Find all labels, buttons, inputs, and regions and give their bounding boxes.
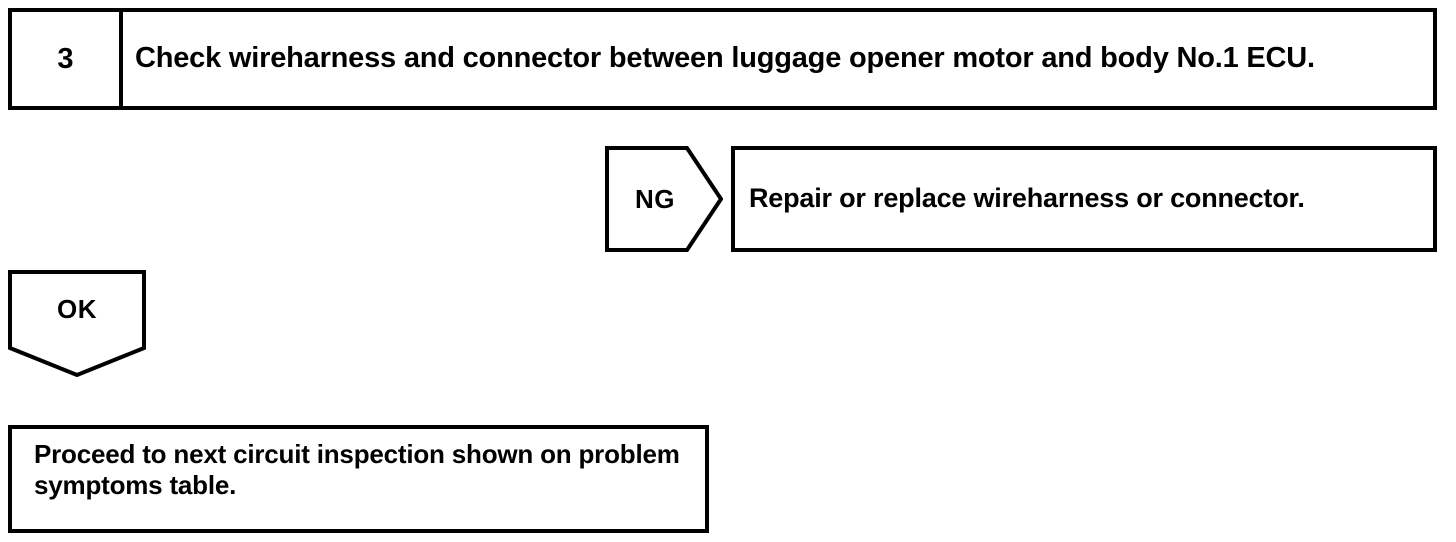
ng-branch-pentagon: [605, 146, 723, 252]
step-number-cell: 3: [12, 12, 123, 106]
step-instruction-text: Check wireharness and connector between …: [135, 42, 1315, 75]
ok-result-text: Proceed to next circuit inspection shown…: [34, 439, 680, 501]
ng-result-text: Repair or replace wireharness or connect…: [749, 183, 1305, 214]
step-number: 3: [57, 42, 74, 75]
step-box: 3 Check wireharness and connector betwee…: [8, 8, 1437, 110]
ok-pentagon-shape: [8, 270, 146, 377]
step-instruction-cell: Check wireharness and connector between …: [123, 12, 1433, 106]
ok-branch-pentagon: [8, 270, 146, 377]
ok-result-box: Proceed to next circuit inspection shown…: [8, 425, 709, 533]
ng-pentagon-shape: [605, 146, 723, 252]
ng-result-box: Repair or replace wireharness or connect…: [731, 146, 1437, 252]
